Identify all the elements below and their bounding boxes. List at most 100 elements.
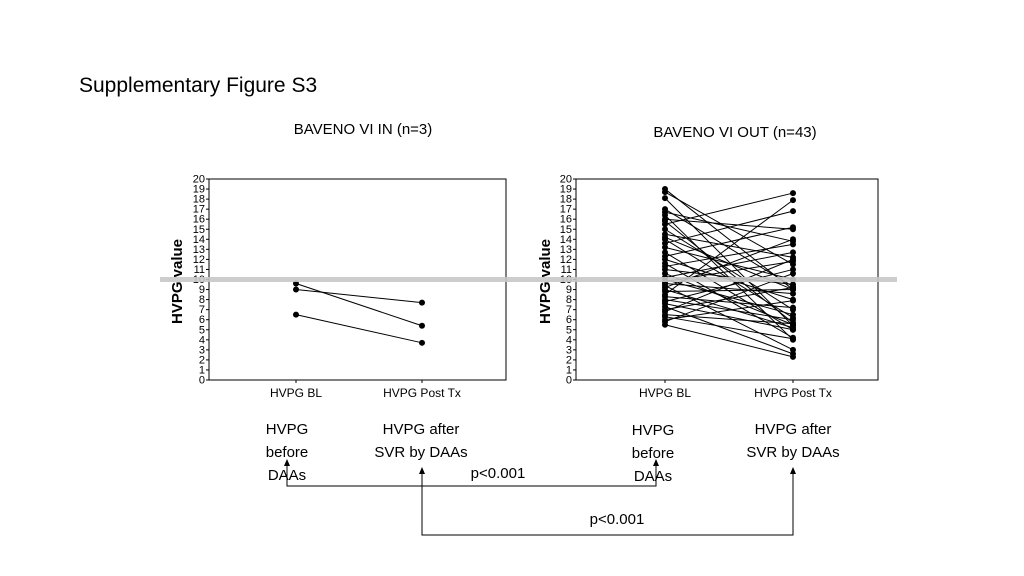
left-point-bl (293, 311, 299, 318)
bracket-outer-arrow-right (790, 467, 796, 474)
after-svr-label-left: HVPG after SVR by DAAs (374, 418, 467, 464)
right-y-tick-label: 12 (560, 254, 572, 266)
right-y-tick-label: 16 (560, 214, 572, 226)
panel-title-baveno-out: BAVENO VI OUT (n=43) (653, 124, 817, 141)
right-pair-line (664, 243, 794, 267)
before-daas-label-right-text: HVPG before DAAs (631, 422, 675, 485)
right-pair-line (664, 228, 794, 311)
left-x-tick-label: HVPG BL (270, 386, 322, 400)
bracket-outer (421, 470, 794, 536)
left-point-post (419, 299, 425, 306)
right-pair-line (664, 233, 794, 258)
right-point-post (790, 320, 796, 327)
left-y-tick-label: 4 (199, 334, 205, 346)
right-y-tick-label: 20 (560, 174, 572, 186)
right-point-post (790, 335, 796, 342)
right-point-post (790, 236, 796, 243)
right-pair-line (664, 226, 794, 257)
right-point-post (790, 270, 796, 277)
right-pair-line (664, 306, 794, 355)
after-svr-label-right-text: HVPG after SVR by DAAs (746, 421, 840, 461)
right-pair-line (664, 192, 794, 225)
left-y-tick-label: 18 (193, 194, 205, 206)
bracket-inner (286, 462, 657, 487)
right-y-tick-label: 3 (566, 344, 572, 356)
right-point-bl (662, 195, 668, 202)
right-point-bl (662, 221, 668, 228)
right-pair-line (664, 289, 794, 293)
right-y-tick-label: 1 (566, 364, 572, 376)
right-pair-line (664, 210, 794, 244)
left-y-tick-label: 8 (199, 294, 205, 306)
left-point-post (419, 339, 425, 346)
right-y-tick-label: 9 (566, 284, 572, 296)
bracket-inner-arrow-right (653, 459, 659, 466)
p-value-outer: p<0.001 (589, 511, 645, 528)
right-y-tick-label: 17 (560, 204, 572, 216)
page-title: Supplementary Figure S3 (79, 74, 318, 97)
right-pair-line (664, 191, 794, 265)
right-point-post (790, 249, 796, 256)
left-y-tick-label: 1 (199, 364, 205, 376)
right-point-bl (662, 189, 668, 196)
left-pair-line (295, 283, 423, 327)
right-point-bl (662, 321, 668, 328)
before-daas-label-left: HVPG before DAAs (266, 418, 309, 487)
left-point-post (419, 322, 425, 329)
right-y-tick-label: 7 (566, 304, 572, 316)
panel-title-baveno-in: BAVENO VI IN (n=3) (293, 121, 433, 138)
right-y-tick-label: 5 (566, 324, 572, 336)
left-point-bl (293, 286, 299, 293)
left-y-tick-label: 15 (193, 224, 205, 236)
right-point-bl (662, 244, 668, 251)
right-pair-line (664, 303, 794, 331)
right-point-post (790, 256, 796, 263)
right-point-post (790, 297, 796, 304)
right-y-tick-label: 13 (560, 244, 572, 256)
right-pair-line (664, 300, 794, 321)
right-x-tick-label: HVPG BL (639, 386, 691, 400)
left-y-tick-label: 17 (193, 204, 205, 216)
right-point-post (790, 326, 796, 333)
right-pair-line (664, 287, 794, 311)
after-svr-label-right: HVPG after SVR by DAAs (746, 418, 839, 464)
right-y-tick-label: 11 (561, 264, 572, 276)
left-y-tick-label: 19 (193, 184, 205, 196)
left-y-tick-label: 13 (193, 244, 205, 256)
left-y-tick-label: 11 (194, 264, 205, 276)
right-point-post (790, 208, 796, 215)
right-y-tick-label: 6 (566, 314, 572, 326)
right-x-tick-label: HVPG Post Tx (754, 386, 832, 400)
right-pair-line (664, 258, 794, 313)
right-point-post (790, 284, 796, 291)
p-value-inner: p<0.001 (470, 465, 526, 482)
left-y-tick-label: 14 (193, 234, 205, 246)
bracket-inner-arrow-left (284, 459, 290, 466)
right-pair-line (664, 218, 794, 230)
right-y-tick-label: 19 (560, 184, 572, 196)
left-y-tick-label: 0 (199, 375, 205, 387)
right-pair-line (664, 251, 794, 278)
left-point-bl (293, 280, 299, 287)
right-point-post (790, 190, 796, 197)
left-y-tick-label: 7 (199, 304, 205, 316)
after-svr-label-left-text: HVPG after SVR by DAAs (374, 421, 468, 461)
left-y-tick-label: 20 (193, 174, 205, 186)
right-y-tick-label: 15 (560, 224, 572, 236)
right-y-tick-label: 8 (566, 294, 572, 306)
left-y-tick-label: 12 (193, 254, 205, 266)
right-point-post (790, 197, 796, 204)
left-y-tick-label: 5 (199, 324, 205, 336)
right-point-post (790, 224, 796, 231)
right-pair-line (664, 283, 794, 295)
right-y-tick-label: 0 (566, 375, 572, 387)
right-point-bl (662, 226, 668, 233)
right-y-tick-label: 14 (560, 234, 572, 246)
left-pair-line (295, 289, 423, 304)
left-y-tick-label: 9 (199, 284, 205, 296)
left-x-tick-label: HVPG Post Tx (383, 386, 461, 400)
before-daas-label-left-text: HVPG before DAAs (265, 421, 309, 484)
right-point-post (790, 353, 796, 360)
right-pair-line (664, 314, 794, 325)
